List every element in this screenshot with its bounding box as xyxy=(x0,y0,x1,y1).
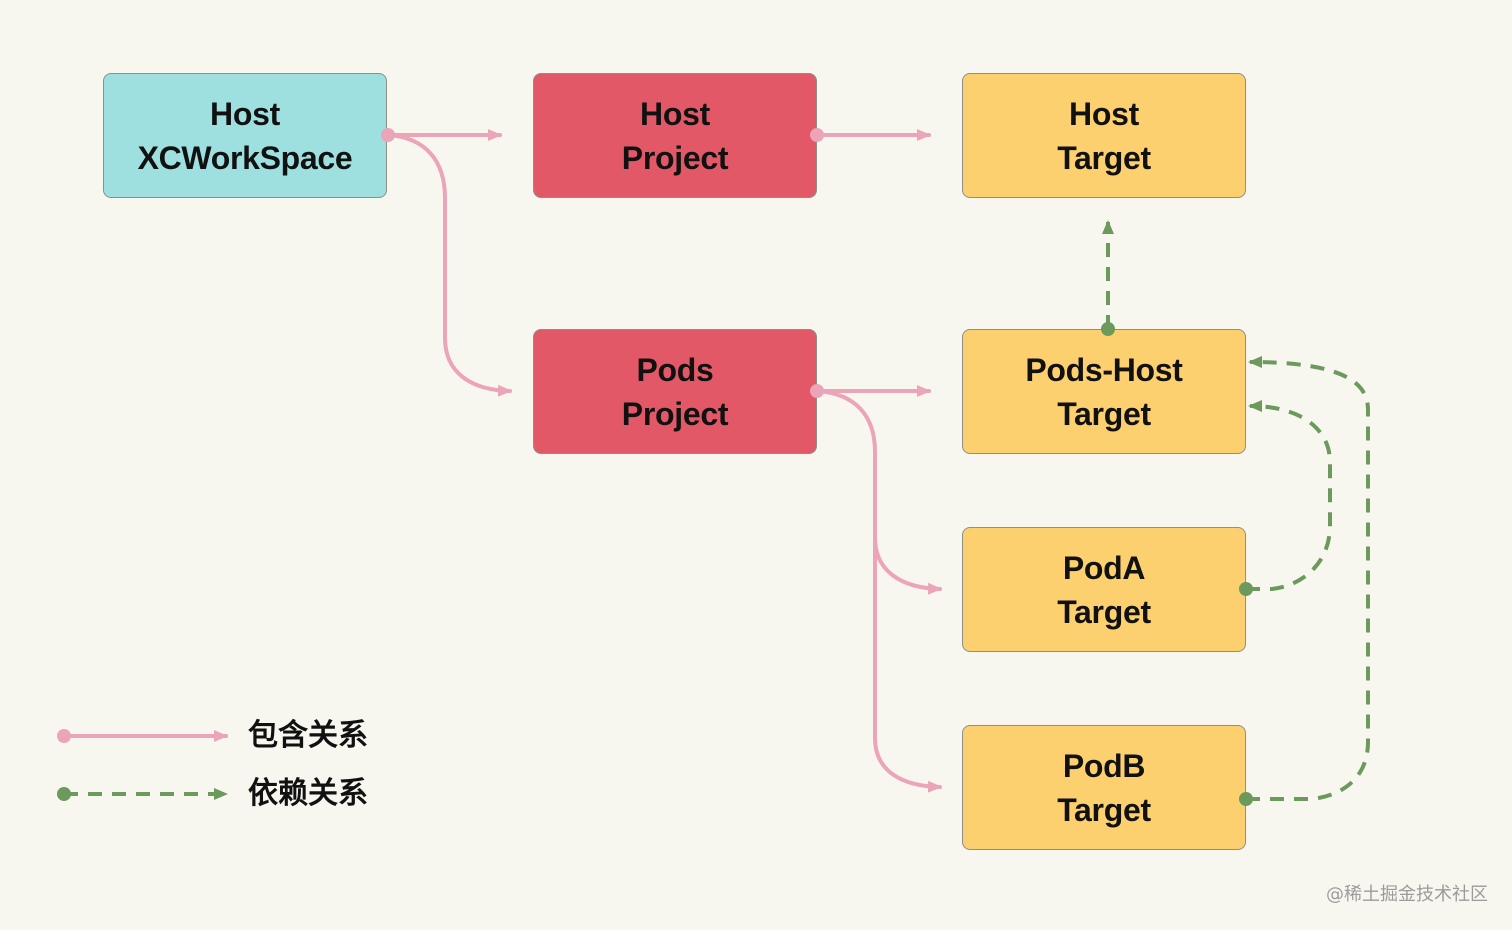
node-podb-target: PodB Target xyxy=(962,725,1246,850)
node-poda-target: PodA Target xyxy=(962,527,1246,652)
node-host-target: Host Target xyxy=(962,73,1246,198)
edge-pods-project-to-podb-target xyxy=(816,389,942,793)
node-line-1: Host xyxy=(640,95,710,132)
node-line-2: XCWorkSpace xyxy=(137,139,353,176)
node-pods-project: Pods Project xyxy=(533,329,817,454)
node-line-2: Target xyxy=(1057,395,1151,432)
legend-depends-dot xyxy=(57,787,71,801)
node-line-2: Target xyxy=(1057,139,1151,176)
legend-contains-label: 包含关系 xyxy=(248,718,368,753)
node-line-2: Project xyxy=(621,395,729,432)
node-host-project: Host Project xyxy=(533,73,817,198)
node-pods-host-target: Pods-Host Target xyxy=(962,329,1246,454)
node-line-2: Project xyxy=(621,139,729,176)
node-host-xcworkspace: Host XCWorkSpace xyxy=(103,73,387,198)
node-line-1: PodB xyxy=(1062,747,1146,784)
node-line-1: Pods-Host xyxy=(1025,351,1183,388)
node-line-2: Target xyxy=(1057,593,1151,630)
legend-depends-label: 依赖关系 xyxy=(248,776,368,811)
edge-poda-target-to-pods-host-target xyxy=(1246,400,1332,591)
node-line-1: Host xyxy=(210,95,280,132)
edge-workspace-to-pods-project xyxy=(387,133,512,397)
node-line-1: Host xyxy=(1069,95,1139,132)
watermark: @稀土掘金技术社区 xyxy=(1326,884,1488,905)
edge-pods-project-to-poda-target xyxy=(873,536,942,595)
node-line-2: Target xyxy=(1057,791,1151,828)
node-line-1: Pods xyxy=(636,351,714,388)
node-line-1: PodA xyxy=(1062,549,1146,586)
edge-podb-target-to-pods-host-target xyxy=(1246,356,1370,801)
legend-contains-dot xyxy=(57,729,71,743)
